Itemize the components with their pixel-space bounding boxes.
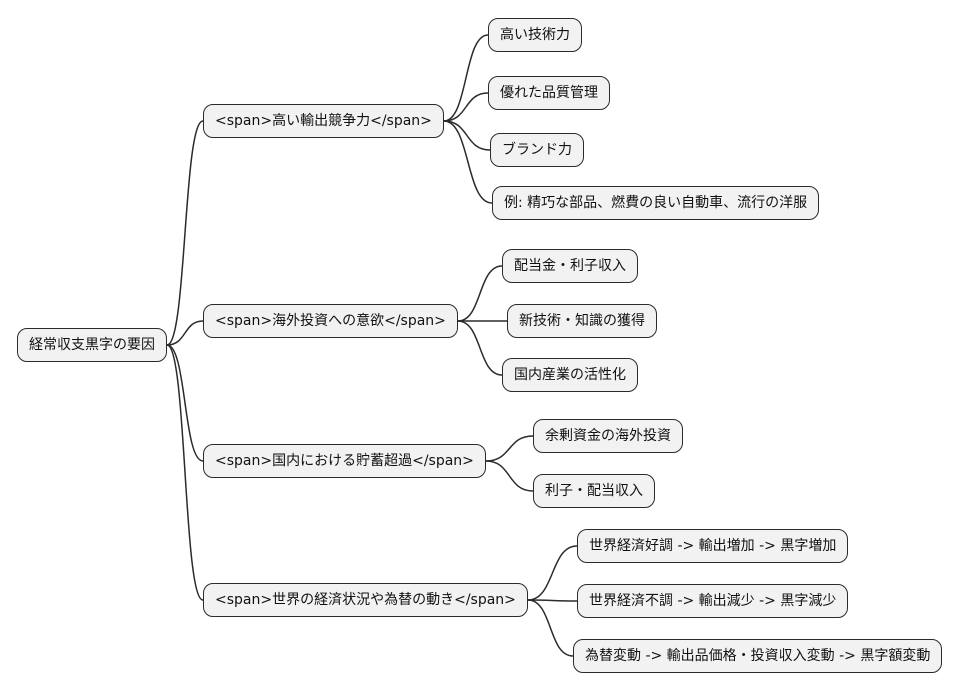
leaf-node-brand-power: ブランド力 bbox=[490, 133, 584, 167]
leaf-node-surplus-funds-investment: 余剰資金の海外投資 bbox=[533, 419, 683, 453]
root-node: 経常収支黒字の要因 bbox=[17, 328, 167, 362]
branch-node-export-competitiveness: <span>高い輸出競争力</span> bbox=[203, 104, 444, 138]
leaf-node-interest-dividend-income: 利子・配当収入 bbox=[533, 474, 655, 508]
leaf-node-world-economy-slump: 世界経済不調 -> 輸出減少 -> 黒字減少 bbox=[577, 584, 849, 618]
leaf-node-new-tech-knowledge: 新技術・知識の獲得 bbox=[507, 304, 657, 338]
leaf-node-world-economy-boom: 世界経済好調 -> 輸出増加 -> 黒字増加 bbox=[577, 529, 849, 563]
branch-node-world-economy-exchange: <span>世界の経済状況や為替の動き</span> bbox=[203, 583, 528, 617]
branch-node-foreign-investment: <span>海外投資への意欲</span> bbox=[203, 304, 458, 338]
leaf-node-exchange-fluctuation: 為替変動 -> 輸出品価格・投資収入変動 -> 黒字額変動 bbox=[573, 639, 943, 673]
leaf-node-tech-strength: 高い技術力 bbox=[488, 18, 582, 52]
leaf-node-dividend-interest-income: 配当金・利子収入 bbox=[502, 249, 638, 283]
leaf-node-export-examples: 例: 精巧な部品、燃費の良い自動車、流行の洋服 bbox=[492, 186, 820, 220]
branch-node-domestic-savings-surplus: <span>国内における貯蓄超過</span> bbox=[203, 444, 486, 478]
leaf-node-quality-control: 優れた品質管理 bbox=[488, 76, 610, 110]
leaf-node-domestic-industry-vitalization: 国内産業の活性化 bbox=[502, 358, 638, 392]
